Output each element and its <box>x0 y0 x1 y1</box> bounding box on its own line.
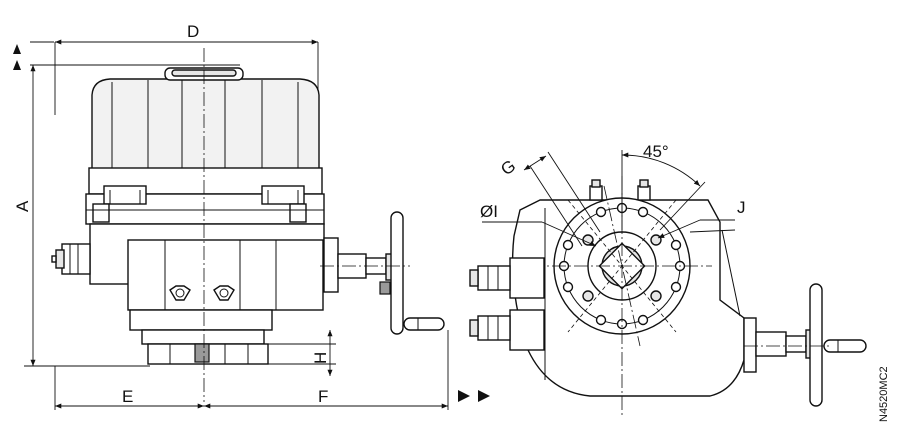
cable-gland <box>469 309 545 351</box>
label-J: J <box>737 198 746 217</box>
label-F: F <box>318 387 328 406</box>
dimension-D: D <box>54 22 319 115</box>
handwheel[interactable] <box>323 211 445 335</box>
angle-dimension: 45° <box>621 142 706 231</box>
dimension-H: H <box>264 330 336 376</box>
label-A: A <box>13 200 32 212</box>
cable-gland <box>51 243 91 275</box>
dimension-A: A <box>13 41 240 367</box>
nut-icon <box>169 285 191 301</box>
arrow-right-icon <box>478 390 490 402</box>
actuator-cover <box>88 67 323 195</box>
label-D: D <box>187 22 199 41</box>
arrow-right-icon <box>458 390 470 402</box>
nut-icon <box>213 285 235 301</box>
bolt-circle <box>558 202 686 330</box>
dimension-OI: ØI <box>480 202 597 247</box>
arrow-up-icon <box>13 60 21 70</box>
actuator-flange <box>85 185 325 225</box>
drawing-code: N4520MC2 <box>878 366 890 422</box>
label-G: G <box>497 156 519 179</box>
cable-gland <box>469 257 545 299</box>
label-angle: 45° <box>643 142 669 161</box>
arrow-up-icon <box>13 44 21 54</box>
label-E: E <box>122 387 133 406</box>
handle-icon <box>823 339 867 353</box>
base-coupling <box>129 309 273 365</box>
handle-icon <box>403 317 445 331</box>
side-view: D A H E F <box>13 22 490 410</box>
dimension-J: J <box>657 198 746 239</box>
dimension-E-F: E F <box>54 330 490 410</box>
label-H: H <box>311 352 330 364</box>
label-OI: ØI <box>480 202 498 221</box>
gear-body <box>89 223 325 311</box>
bottom-view: 45° G ØI J <box>469 142 867 418</box>
dimension-G: G <box>497 151 601 247</box>
handwheel[interactable] <box>743 283 867 407</box>
